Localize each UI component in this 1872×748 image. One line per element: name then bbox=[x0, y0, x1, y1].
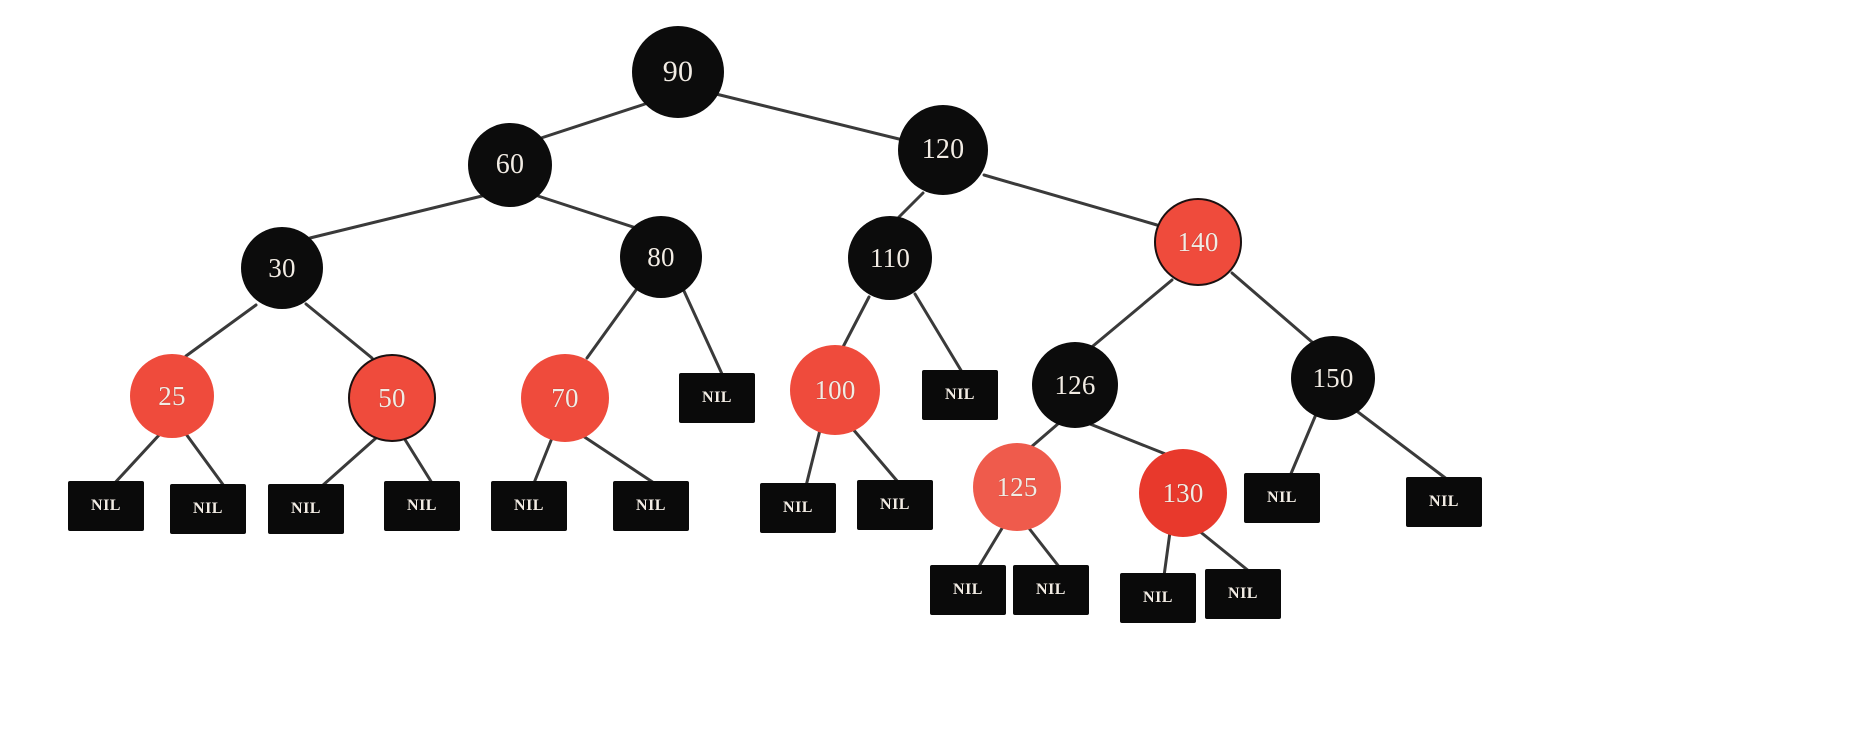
tree-edge bbox=[714, 92, 905, 142]
tree-edge bbox=[841, 295, 871, 349]
tree-nil-leaf[interactable]: NIL bbox=[922, 370, 998, 420]
tree-edge bbox=[1028, 421, 1061, 450]
tree-edge bbox=[897, 191, 925, 219]
tree-node-80[interactable]: 80 bbox=[620, 216, 702, 298]
tree-edge bbox=[982, 173, 1159, 227]
tree-edge bbox=[532, 436, 554, 485]
tree-node-30[interactable]: 30 bbox=[241, 227, 323, 309]
tree-edge bbox=[913, 292, 964, 374]
tree-edge bbox=[533, 102, 647, 142]
tree-edge bbox=[804, 428, 822, 488]
tree-nil-leaf[interactable]: NIL bbox=[1205, 569, 1281, 619]
tree-edge bbox=[1162, 530, 1172, 578]
tree-node-90[interactable]: 90 bbox=[632, 26, 724, 118]
tree-nil-label: NIL bbox=[783, 499, 813, 516]
tree-edge bbox=[1088, 422, 1170, 457]
tree-nil-leaf[interactable]: NIL bbox=[1120, 573, 1196, 623]
tree-edge bbox=[1230, 271, 1314, 344]
tree-nil-label: NIL bbox=[91, 497, 121, 514]
tree-node-label: 80 bbox=[647, 241, 675, 272]
tree-nil-label: NIL bbox=[291, 500, 321, 517]
tree-node-50[interactable]: 50 bbox=[348, 354, 436, 442]
tree-nil-leaf[interactable]: NIL bbox=[930, 565, 1006, 615]
tree-nil-label: NIL bbox=[1143, 589, 1173, 606]
tree-node-label: 50 bbox=[378, 382, 406, 413]
tree-nil-label: NIL bbox=[702, 389, 732, 406]
tree-edge bbox=[850, 426, 900, 484]
tree-nil-label: NIL bbox=[1228, 585, 1258, 602]
tree-nil-leaf[interactable]: NIL bbox=[613, 481, 689, 531]
tree-edge bbox=[976, 523, 1006, 570]
tree-node-100[interactable]: 100 bbox=[790, 345, 880, 435]
tree-node-label: 126 bbox=[1054, 369, 1096, 400]
tree-nil-leaf[interactable]: NIL bbox=[679, 373, 755, 423]
tree-edge bbox=[402, 436, 434, 485]
tree-edge bbox=[581, 434, 656, 485]
tree-edge bbox=[1091, 278, 1174, 348]
tree-node-label: 120 bbox=[921, 134, 965, 165]
tree-nil-leaf[interactable]: NIL bbox=[491, 481, 567, 531]
tree-edge bbox=[1352, 407, 1450, 482]
tree-node-label: 150 bbox=[1312, 362, 1354, 393]
tree-nil-leaf[interactable]: NIL bbox=[268, 484, 344, 534]
tree-node-126[interactable]: 126 bbox=[1032, 342, 1118, 428]
tree-node-140[interactable]: 140 bbox=[1154, 198, 1242, 286]
tree-nil-leaf[interactable]: NIL bbox=[857, 480, 933, 530]
tree-nil-label: NIL bbox=[514, 497, 544, 514]
tree-node-label: 130 bbox=[1162, 477, 1204, 508]
tree-node-125[interactable]: 125 bbox=[973, 443, 1061, 531]
tree-nil-leaf[interactable]: NIL bbox=[760, 483, 836, 533]
tree-edge bbox=[110, 432, 162, 488]
tree-node-label: 90 bbox=[662, 55, 694, 88]
tree-edge bbox=[536, 194, 638, 230]
tree-nil-leaf[interactable]: NIL bbox=[1406, 477, 1482, 527]
tree-edge bbox=[585, 288, 638, 360]
tree-node-label: 110 bbox=[869, 242, 911, 273]
tree-edge bbox=[1288, 410, 1319, 478]
tree-edge bbox=[1026, 525, 1062, 570]
tree-nil-leaf[interactable]: NIL bbox=[384, 481, 460, 531]
tree-nil-label: NIL bbox=[1267, 489, 1297, 506]
tree-edge bbox=[682, 289, 724, 376]
tree-nil-leaf[interactable]: NIL bbox=[1013, 565, 1089, 615]
tree-nil-label: NIL bbox=[945, 386, 975, 403]
tree-node-120[interactable]: 120 bbox=[898, 105, 988, 195]
tree-node-label: 30 bbox=[268, 252, 296, 283]
tree-node-label: 100 bbox=[814, 374, 856, 405]
tree-nil-label: NIL bbox=[636, 497, 666, 514]
tree-node-110[interactable]: 110 bbox=[848, 216, 932, 300]
tree-node-130[interactable]: 130 bbox=[1139, 449, 1227, 537]
tree-edge bbox=[184, 432, 226, 488]
tree-nil-leaf[interactable]: NIL bbox=[1244, 473, 1320, 523]
tree-nil-label: NIL bbox=[880, 496, 910, 513]
tree-edge bbox=[308, 194, 484, 240]
tree-node-label: 70 bbox=[551, 382, 579, 413]
tree-node-60[interactable]: 60 bbox=[468, 123, 552, 207]
tree-node-150[interactable]: 150 bbox=[1291, 336, 1375, 420]
tree-nil-leaf[interactable]: NIL bbox=[68, 481, 144, 531]
tree-edge bbox=[1196, 528, 1252, 574]
tree-edge bbox=[184, 303, 258, 358]
tree-nil-label: NIL bbox=[1036, 581, 1066, 598]
tree-nil-label: NIL bbox=[953, 581, 983, 598]
tree-nil-label: NIL bbox=[407, 497, 437, 514]
tree-node-label: 60 bbox=[495, 149, 525, 180]
tree-edge bbox=[320, 436, 378, 488]
tree-node-label: 25 bbox=[158, 380, 186, 411]
tree-nil-label: NIL bbox=[193, 500, 223, 517]
tree-node-label: 140 bbox=[1177, 226, 1219, 257]
tree-node-label: 125 bbox=[996, 471, 1038, 502]
tree-nil-leaf[interactable]: NIL bbox=[170, 484, 246, 534]
tree-node-25[interactable]: 25 bbox=[130, 354, 214, 438]
tree-node-70[interactable]: 70 bbox=[521, 354, 609, 442]
tree-edge bbox=[304, 302, 374, 360]
tree-nil-label: NIL bbox=[1429, 493, 1459, 510]
